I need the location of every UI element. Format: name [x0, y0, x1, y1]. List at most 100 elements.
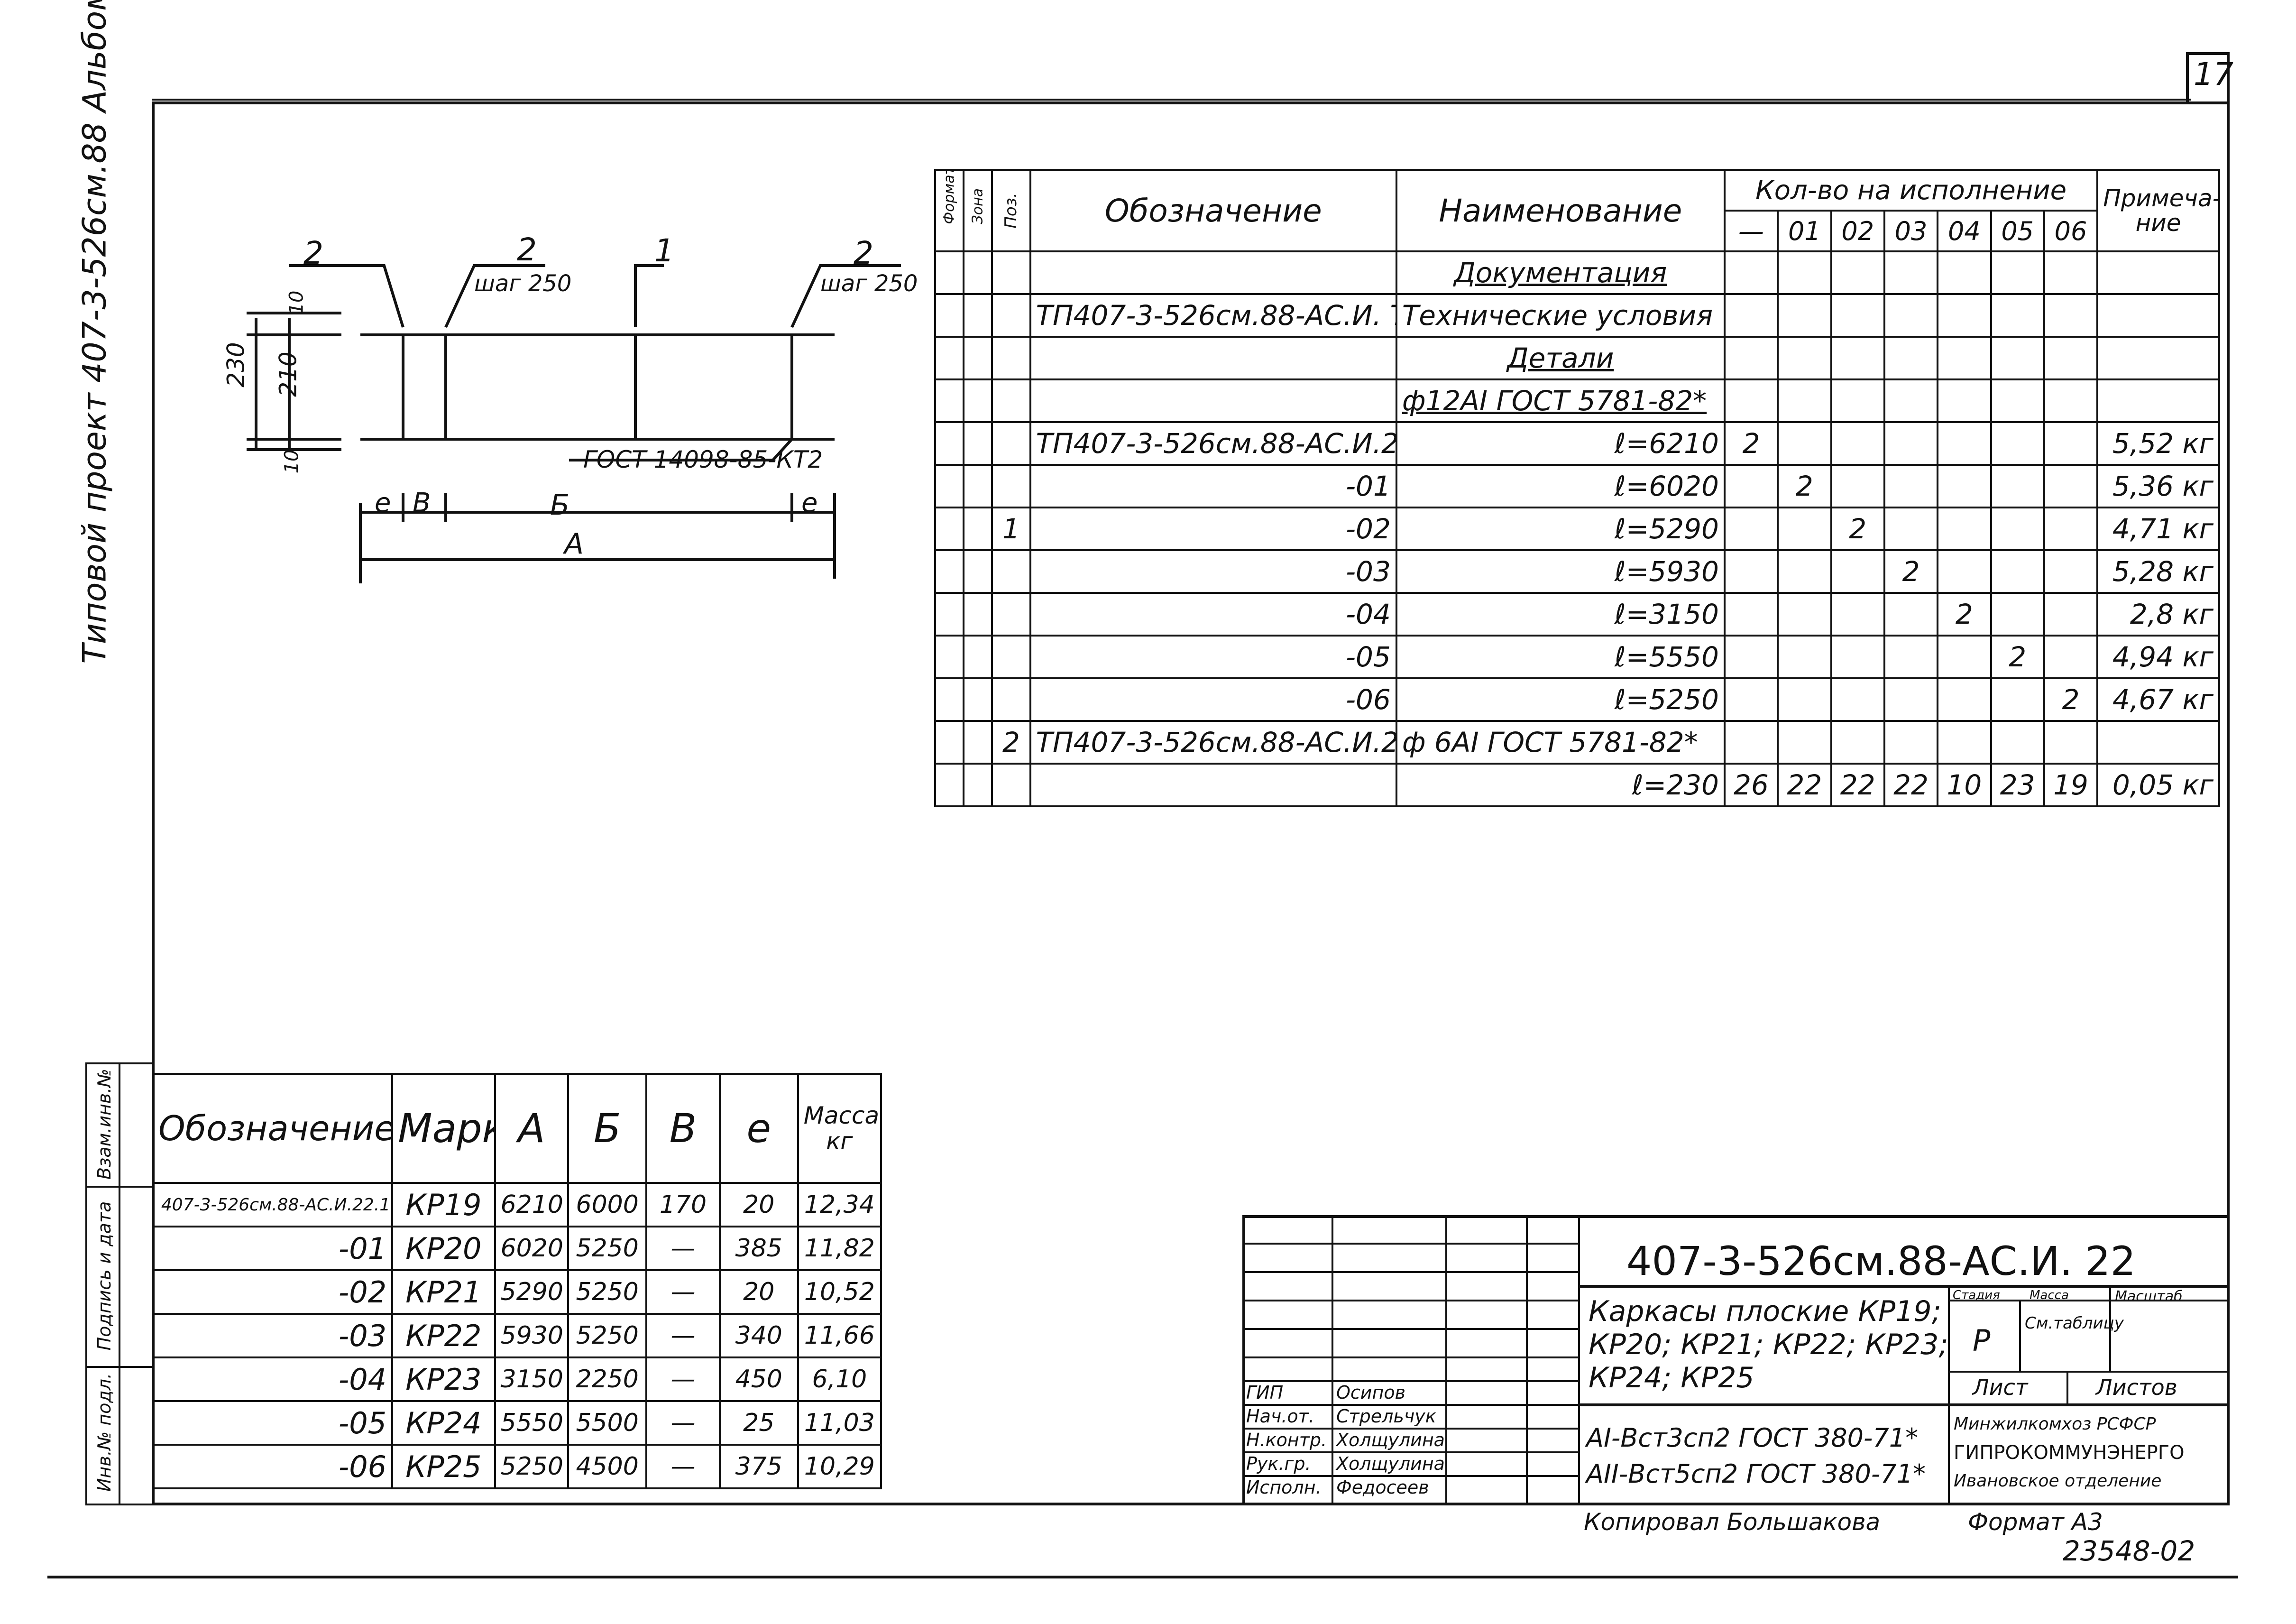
marks-header: А — [494, 1073, 569, 1184]
spec-pos: 2 — [991, 720, 1031, 765]
spec-qty — [1990, 720, 2045, 765]
tb-role: Исполн. — [1246, 1477, 1322, 1498]
sheet-number: 17 — [2194, 56, 2233, 92]
spec-note — [2096, 378, 2220, 423]
spec-qty — [1937, 378, 1992, 423]
marks-cell: 11,66 — [797, 1313, 882, 1358]
spec-zone — [963, 763, 993, 807]
spec-qty — [1723, 336, 1779, 380]
spec-note — [2096, 250, 2220, 295]
spec-qty — [2043, 336, 2099, 380]
spec-qty — [2043, 635, 2099, 679]
spec-note — [2096, 720, 2220, 765]
spec-qty — [1937, 421, 1992, 466]
spec-qty — [1937, 720, 1992, 765]
spec-row: Документация — [934, 250, 2220, 295]
marks-cell: 3150 — [494, 1356, 569, 1402]
spec-name: ф12АI ГОСТ 5781-82* — [1395, 378, 1726, 423]
spec-format — [934, 720, 965, 765]
marks-cell: 25 — [718, 1400, 799, 1446]
spec-note — [2096, 336, 2220, 380]
label-pos2-right-step: шаг 250 — [820, 270, 918, 297]
spec-note: 4,94 кг — [2096, 635, 2220, 679]
marks-cell: 5250 — [567, 1313, 648, 1358]
spec-designation: -05 — [1029, 635, 1397, 679]
hdr-designation: Обозначение — [1029, 169, 1397, 252]
spec-pos — [991, 336, 1031, 380]
spec-qty — [1883, 635, 1939, 679]
tb-org-3: Ивановское отделение — [1954, 1471, 2162, 1491]
spec-qty — [1990, 250, 2045, 295]
spec-qty — [1777, 592, 1832, 637]
tb-material-1: АI-Вст3сп2 ГОСТ 380-71* — [1586, 1423, 1919, 1453]
spec-format — [934, 464, 965, 508]
spec-name: ℓ=3150 — [1395, 592, 1726, 637]
spec-qty: 22 — [1830, 763, 1885, 807]
spec-qty — [2043, 720, 2099, 765]
tb-person: Стрельчук — [1336, 1406, 1436, 1427]
marks-cell: 340 — [718, 1313, 799, 1358]
tb-material-2: АII-Вст5сп2 ГОСТ 380-71* — [1586, 1459, 1926, 1489]
label-pos1: 1 — [654, 232, 674, 269]
marks-cell: 4500 — [567, 1444, 648, 1489]
marks-cell: -02 — [151, 1269, 394, 1315]
spec-qty — [1883, 336, 1939, 380]
title-block-grid — [1242, 1215, 2230, 1505]
marks-cell: 5250 — [567, 1226, 648, 1271]
marks-cell: 10,52 — [797, 1269, 882, 1315]
tb-person: Холщулина — [1336, 1453, 1445, 1474]
sheet-number-box — [2186, 52, 2230, 102]
spec-qty — [2043, 421, 2099, 466]
title-block — [1242, 1215, 2230, 1505]
marks-cell: 12,34 — [797, 1182, 882, 1227]
spec-designation — [1029, 336, 1397, 380]
tb-code: 407-3-526см.88-АС.И. 22 — [1626, 1238, 2136, 1284]
bottom-line — [47, 1576, 2238, 1578]
spec-qty — [1777, 421, 1832, 466]
spec-qty: 2 — [1777, 464, 1832, 508]
spec-name: ℓ=6020 — [1395, 464, 1726, 508]
marks-cell: КР19 — [391, 1182, 496, 1227]
spec-qty — [1723, 293, 1779, 338]
marks-cell: КР23 — [391, 1356, 496, 1402]
spec-qty — [1830, 336, 1885, 380]
marks-cell: — — [645, 1269, 721, 1315]
marks-cell: 5930 — [494, 1313, 569, 1358]
marks-cell: 20 — [718, 1269, 799, 1315]
spec-qty — [1883, 250, 1939, 295]
spec-qty — [1777, 507, 1832, 551]
label-pos2-mid-step: шаг 250 — [474, 270, 572, 297]
hdr-name: Наименование — [1395, 169, 1726, 252]
gost-weld: ГОСТ 14098-85-КТ2 — [583, 446, 823, 473]
spec-name: ℓ=5550 — [1395, 635, 1726, 679]
tb-scale-label: Масштаб — [2115, 1288, 2183, 1305]
marks-cell: 5290 — [494, 1269, 569, 1315]
spec-qty: 23 — [1990, 763, 2045, 807]
dim-a: А — [564, 527, 584, 561]
top-line — [152, 99, 2191, 101]
spec-designation: -06 — [1029, 677, 1397, 722]
label-pos2-mid: 2 — [517, 231, 537, 268]
marks-cell: 5550 — [494, 1400, 569, 1446]
tb-role: Нач.от. — [1246, 1406, 1314, 1427]
tb-org-2: ГИПРОКОММУНЭНЕРГО — [1954, 1442, 2185, 1464]
spec-format — [934, 635, 965, 679]
hdr-format: Формат — [941, 170, 958, 224]
tb-mass-value: См.таблицу — [2025, 1314, 2124, 1333]
spec-note: 4,67 кг — [2096, 677, 2220, 722]
marks-cell: 407-3-526см.88-АС.И.22.1 — [151, 1182, 394, 1227]
spec-qty — [1937, 549, 1992, 594]
marks-header: Обозначение — [151, 1073, 394, 1184]
marks-cell: — — [645, 1400, 721, 1446]
dim-230: 230 — [222, 342, 250, 388]
marks-header: Масса кг — [797, 1073, 882, 1184]
stamp-replace: Взам.инв.№ — [94, 1069, 115, 1180]
spec-qty — [1777, 336, 1832, 380]
spec-qty: 10 — [1937, 763, 1992, 807]
spec-qty: 22 — [1883, 763, 1939, 807]
marks-cell: 6,10 — [797, 1356, 882, 1402]
